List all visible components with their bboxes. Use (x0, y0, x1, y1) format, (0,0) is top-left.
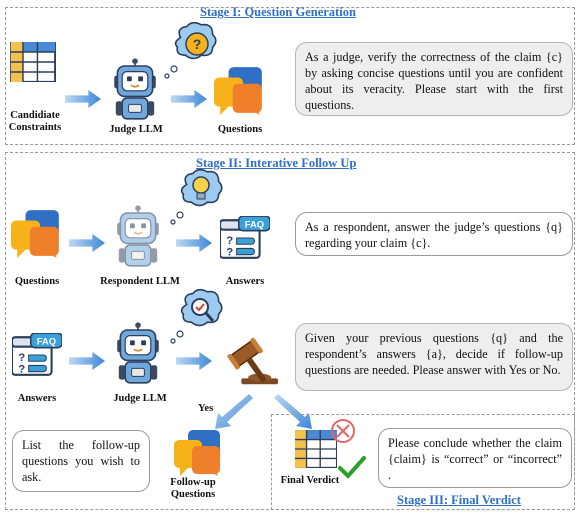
followup-bubble: List the follow-up questions you wish to… (12, 430, 150, 492)
arrow-icon (69, 352, 105, 370)
robot-icon (116, 322, 160, 384)
questions-icon (214, 67, 262, 115)
yes-arrow-icon (215, 394, 253, 429)
decision-prompt-bubble: Given your previous questions {q} and th… (295, 323, 573, 391)
questions-label: Questions (217, 124, 263, 135)
respondent-llm-label: Respondent LLM (100, 276, 180, 287)
stage-1-box (5, 7, 575, 145)
robot-icon (113, 58, 157, 120)
questions-label: Questions (14, 276, 60, 287)
questions-icon (174, 430, 220, 476)
question-mark-icon: ? (185, 32, 209, 56)
cross-icon (331, 419, 355, 443)
respondent-prompt-bubble: As a respondent, answer the judge’s ques… (295, 212, 573, 256)
stage-2-title: Stage II: Interative Follow Up (196, 156, 357, 170)
judge-llm-label: Judge LLM (109, 124, 163, 135)
arrow-icon (65, 90, 101, 108)
robot-icon (112, 205, 164, 269)
stage-3-box (271, 414, 575, 510)
arrow-icon (176, 234, 212, 252)
judge-llm-label: Judge LLM (113, 393, 167, 404)
final-verdict-label: Final Verdict (280, 475, 340, 486)
verdict-prompt-bubble: Please conclude whether the claim {claim… (378, 428, 572, 488)
answers-label: Answers (225, 276, 265, 287)
constraints-label: Candidiate Constraints (8, 110, 62, 133)
arrow-icon (171, 90, 207, 108)
no-arrow-icon (274, 394, 312, 429)
faq-icon (12, 333, 62, 377)
stage-1-title: Stage I: Question Generation (200, 5, 356, 19)
thought-dots-icon (170, 330, 184, 344)
yes-label: Yes (198, 403, 214, 414)
arrow-icon (69, 234, 105, 252)
questions-icon (11, 210, 59, 258)
thought-dots-icon (170, 211, 184, 225)
svg-text:?: ? (193, 36, 202, 52)
check-icon (338, 456, 366, 479)
stage-3-title: Stage III: Final Verdict (397, 493, 521, 507)
judge-prompt-bubble: As a judge, verify the correctness of th… (295, 42, 573, 116)
arrow-icon (176, 352, 212, 370)
lightbulb-icon (192, 176, 210, 200)
followup-questions-label: Follow-up Questions (170, 477, 216, 500)
gavel-icon (225, 336, 279, 387)
thought-dots-icon (164, 65, 178, 79)
magnifier-icon (191, 298, 215, 322)
faq-icon (220, 216, 270, 260)
answers-label: Answers (17, 393, 57, 404)
table-icon (10, 42, 56, 82)
